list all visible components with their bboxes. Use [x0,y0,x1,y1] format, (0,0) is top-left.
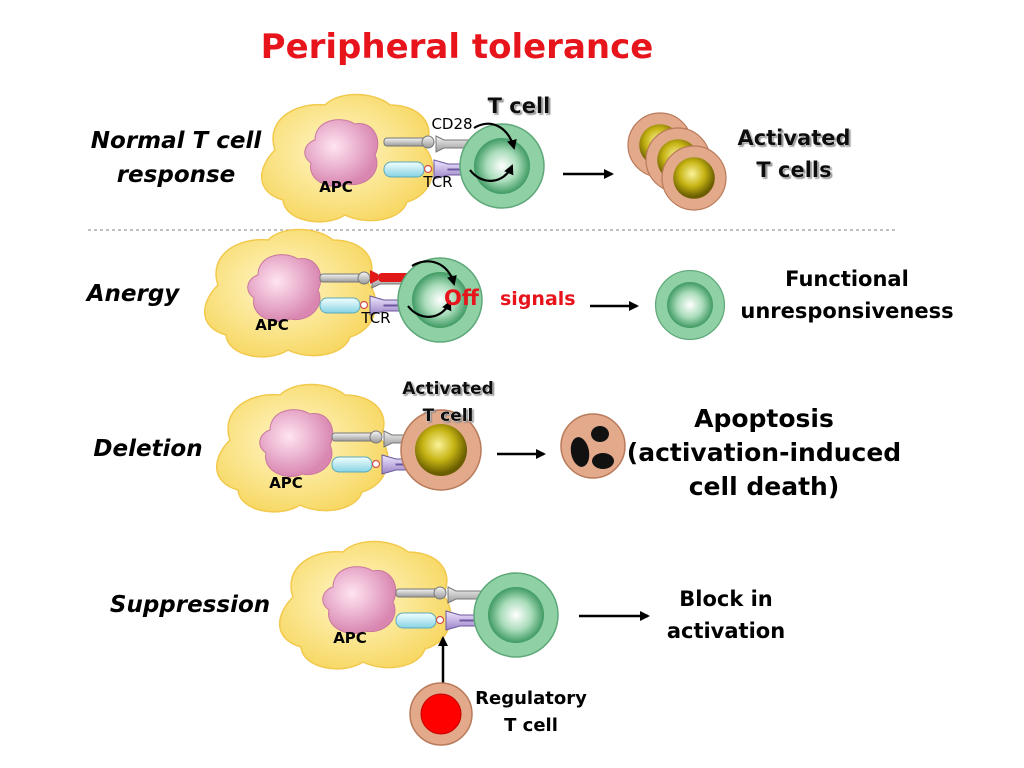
apoptotic-cell [560,413,626,479]
activated-t-cells-cluster [627,112,727,211]
apc-label: APC [333,629,367,647]
outcome-anergy-line1: Functional [785,267,909,291]
row-deletion: Deletion APC Activated T cell Apoptosis … [93,379,901,513]
row-anergy: Anergy APC TCR Off signals Functional un… [85,228,954,358]
t-cell-label: T cell [488,94,551,118]
row-label-normal-line2: response [117,162,236,188]
cd28-label: CD28 [431,115,472,133]
apc-label: APC [269,474,303,492]
apc-label: APC [319,178,353,196]
row-label-anergy: Anergy [85,281,181,307]
signal-arrow-inhibitory [411,260,457,286]
regulatory-t-cell-label-line2: T cell [504,715,558,736]
outcome-anergy-line2: unresponsiveness [740,299,953,323]
tcr-label: TCR [422,173,452,191]
regulatory-t-cell-label-line1: Regulatory [475,688,587,709]
regulatory-t-cell [409,682,473,746]
apc-cell [278,540,452,670]
row-suppression: Suppression APC Block in activation Regu… [110,540,785,746]
apc-cell [203,228,377,358]
signal-arrow-tcr [407,300,452,318]
page-title: Peripheral tolerance [261,27,654,67]
outcome-deletion-line3: cell death) [689,472,840,501]
outcome-activated-line2: T cells [756,158,831,182]
outcome-activated-line1: Activated [737,126,850,150]
signal-arrow-tcr [469,164,514,182]
tcr-label: TCR [360,309,390,327]
t-cell [473,572,559,658]
signal-arrow-cd28 [473,122,517,150]
activated-t-cell-label-line2: T cell [423,406,474,426]
outcome-deletion-line1: Apoptosis [694,404,834,433]
row-label-normal-line1: Normal T cell [91,128,263,154]
t-cell [459,123,545,209]
off-label: Off [444,286,480,310]
apc-label: APC [255,316,289,334]
apc-cell [260,93,434,223]
row-normal-response: Normal T cell response APC CD28 TCR T ce… [91,93,851,223]
outcome-deletion-line2: (activation-induced [627,438,901,467]
row-label-suppression: Suppression [110,592,270,618]
apc-cell [215,383,389,513]
activated-t-cell-label-line1: Activated [402,379,494,399]
outcome-suppression-line2: activation [667,619,785,643]
unresponsive-t-cell [654,269,726,341]
outcome-suppression-line1: Block in [679,587,773,611]
signals-label: signals [500,288,576,310]
row-label-deletion: Deletion [93,436,202,462]
